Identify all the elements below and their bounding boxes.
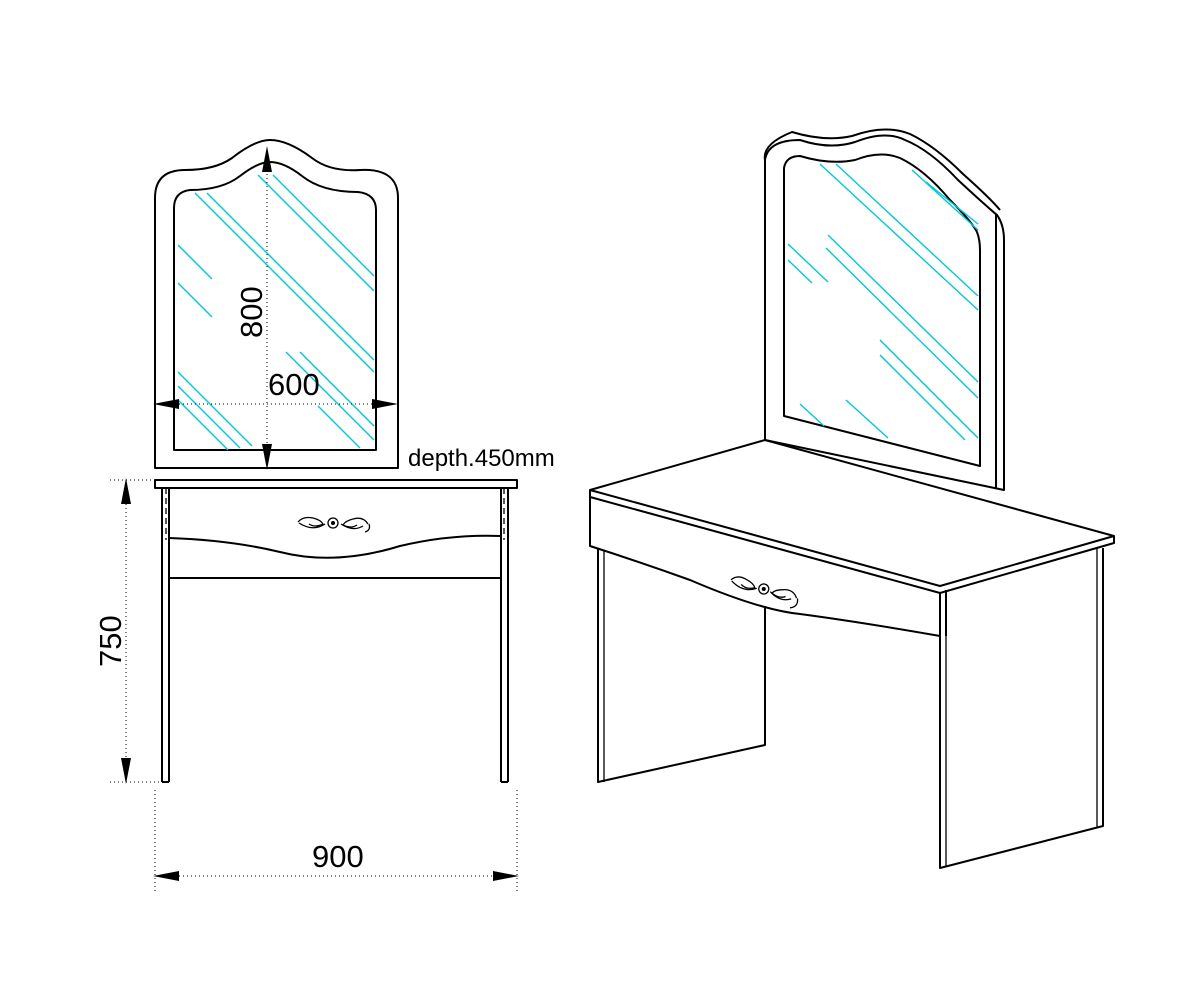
depth-note: depth.450mm bbox=[408, 445, 555, 472]
table-width-label: 900 bbox=[312, 839, 364, 874]
arrow-up-icon bbox=[121, 478, 131, 504]
front-mirror-outer-frame bbox=[154, 139, 399, 469]
perspective-tabletop bbox=[589, 439, 1115, 587]
perspective-mirror-inner-frame bbox=[783, 153, 981, 467]
perspective-mirror-outer-frame bbox=[764, 134, 1005, 491]
mirror-height-label: 800 bbox=[234, 286, 269, 338]
perspective-mirror-glass-lines bbox=[787, 163, 979, 441]
arrow-down-icon bbox=[121, 758, 131, 784]
arrow-down-icon bbox=[262, 444, 272, 470]
front-mirror: 800 600 bbox=[153, 139, 399, 470]
arrow-up-icon bbox=[262, 146, 272, 172]
perspective-vanity bbox=[589, 128, 1115, 869]
front-table-top bbox=[154, 479, 518, 489]
perspective-apron bbox=[589, 497, 941, 637]
front-mirror-glass-lines bbox=[177, 174, 375, 451]
arrow-left-icon bbox=[153, 871, 179, 881]
perspective-right-panel bbox=[939, 548, 1104, 869]
arrow-right-icon bbox=[372, 399, 398, 409]
table-height-label: 750 bbox=[93, 615, 128, 667]
perspective-left-panel bbox=[597, 549, 766, 783]
arrow-right-icon bbox=[493, 871, 519, 881]
perspective-mirror-edge bbox=[763, 128, 1001, 211]
mirror-width-label: 600 bbox=[268, 367, 320, 402]
drawer-handle-icon bbox=[730, 576, 799, 609]
front-mirror-inner-frame bbox=[173, 161, 377, 451]
front-table: 750 900 bbox=[93, 478, 519, 892]
front-drawer-edge bbox=[168, 534, 502, 559]
drawer-handle-icon bbox=[297, 516, 371, 533]
arrow-left-icon bbox=[153, 399, 179, 409]
